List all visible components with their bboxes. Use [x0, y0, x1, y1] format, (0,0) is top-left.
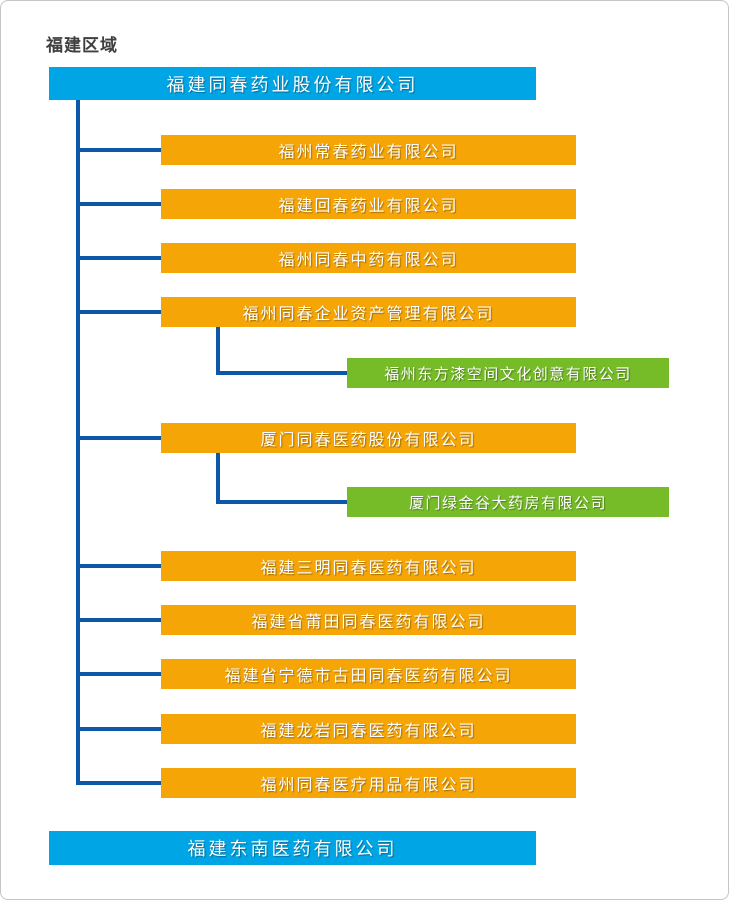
connector-sub-vertical-2 [216, 453, 220, 504]
org-node-subsidiary-6: 福建三明同春医药有限公司 [161, 551, 576, 581]
org-node-subsidiary-9: 福建龙岩同春医药有限公司 [161, 714, 576, 744]
connector-sub-horizontal-1 [216, 371, 347, 375]
connector-branch-6 [76, 564, 161, 568]
connector-branch-7 [76, 618, 161, 622]
connector-sub-vertical-1 [216, 327, 220, 375]
connector-sub-horizontal-2 [216, 500, 347, 504]
connector-branch-2 [76, 202, 161, 206]
org-node-root: 福建同春药业股份有限公司 [49, 67, 536, 100]
connector-branch-9 [76, 727, 161, 731]
org-node-sub-subsidiary-2: 厦门绿金谷大药房有限公司 [347, 487, 669, 517]
connector-branch-1 [76, 148, 161, 152]
org-node-subsidiary-10: 福州同春医疗用品有限公司 [161, 768, 576, 798]
connector-branch-10 [76, 781, 161, 785]
org-node-subsidiary-4: 福州同春企业资产管理有限公司 [161, 297, 576, 327]
org-node-standalone: 福建东南医药有限公司 [49, 831, 536, 865]
connector-branch-4 [76, 310, 161, 314]
org-node-subsidiary-1: 福州常春药业有限公司 [161, 135, 576, 165]
connector-branch-3 [76, 256, 161, 260]
page-title: 福建区域 [46, 36, 118, 55]
org-node-sub-subsidiary-1: 福州东方漆空间文化创意有限公司 [347, 358, 669, 388]
connector-trunk [76, 100, 80, 785]
org-node-subsidiary-8: 福建省宁德市古田同春医药有限公司 [161, 659, 576, 689]
org-node-subsidiary-7: 福建省莆田同春医药有限公司 [161, 605, 576, 635]
connector-branch-5 [76, 436, 161, 440]
org-node-subsidiary-3: 福州同春中药有限公司 [161, 243, 576, 273]
connector-branch-8 [76, 672, 161, 676]
org-node-subsidiary-5: 厦门同春医药股份有限公司 [161, 423, 576, 453]
org-node-subsidiary-2: 福建回春药业有限公司 [161, 189, 576, 219]
